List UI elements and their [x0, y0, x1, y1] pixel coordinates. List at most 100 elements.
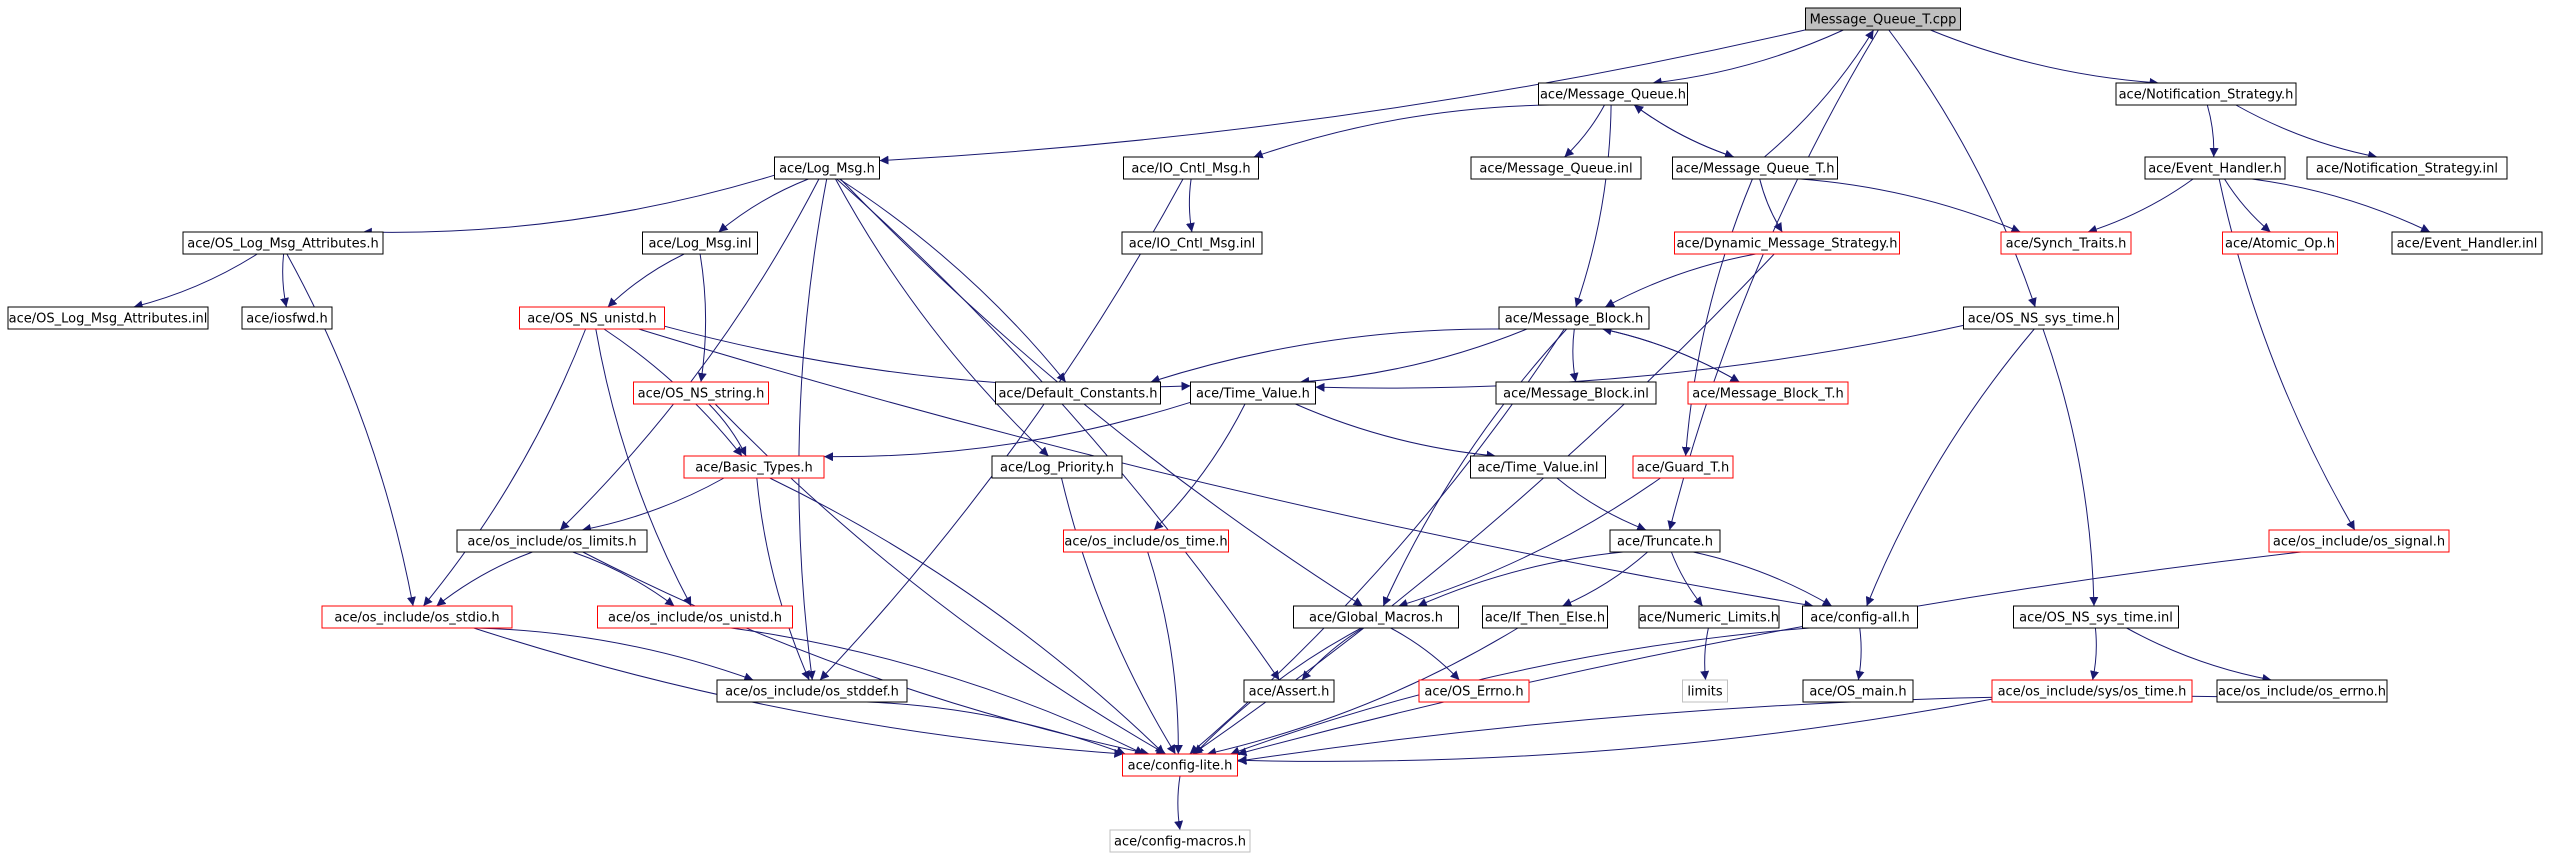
node-oslma_h[interactable]: ace/OS_Log_Msg_Attributes.h: [182, 231, 384, 255]
node-osstddef_h[interactable]: ace/os_include/os_stddef.h: [716, 679, 908, 703]
node-notif_h[interactable]: ace/Notification_Strategy.h: [2115, 82, 2297, 106]
node-label-mq_h: ace/Message_Queue.h: [1540, 88, 1686, 103]
node-label-osnss_h: ace/OS_NS_string.h: [638, 387, 765, 402]
node-osnsst_h[interactable]: ace/OS_NS_sys_time.h: [1963, 306, 2119, 330]
node-label-cfgmacros_h: ace/config-macros.h: [1114, 835, 1246, 850]
edge-osstdio_h-to-osstddef_h: [475, 627, 754, 682]
node-label-ossig_h: ace/os_include/os_signal.h: [2273, 535, 2445, 550]
node-label-iocntl_h: ace/IO_Cntl_Msg.h: [1131, 162, 1250, 177]
node-mqt_h[interactable]: ace/Message_Queue_T.h: [1672, 156, 1838, 180]
node-label-iocntl_inl: ace/IO_Cntl_Msg.inl: [1129, 237, 1255, 252]
node-synch_h[interactable]: ace/Synch_Traits.h: [2000, 231, 2132, 255]
edge-oslma_h-to-iosfwd_h: [280, 253, 289, 308]
node-osmain_h[interactable]: ace/OS_main.h: [1802, 679, 1914, 703]
node-mb_h[interactable]: ace/Message_Block.h: [1498, 306, 1650, 330]
node-mb_inl[interactable]: ace/Message_Block.inl: [1495, 381, 1657, 405]
node-box-oslim_h: [456, 529, 648, 553]
node-label-osnsst_h: ace/OS_NS_sys_time.h: [1968, 312, 2114, 327]
node-label-notif_h: ace/Notification_Strategy.h: [2119, 88, 2294, 103]
edge-gm_h-to-oserrno_h: [1390, 627, 1460, 681]
node-atomic_h[interactable]: ace/Atomic_Op.h: [2222, 231, 2338, 255]
edge-tv_h-to-ostime_h: [1153, 403, 1246, 531]
node-gm_h[interactable]: ace/Global_Macros.h: [1293, 605, 1459, 629]
edge-logmsg_inl-to-osnsu_h: [607, 253, 685, 308]
node-limits[interactable]: limits: [1682, 679, 1728, 703]
node-cfgall_h[interactable]: ace/config-all.h: [1802, 605, 1918, 629]
node-logmsg_h[interactable]: ace/Log_Msg.h: [774, 156, 880, 180]
node-logmsg_inl[interactable]: ace/Log_Msg.inl: [642, 231, 758, 255]
node-iosfwd_h[interactable]: ace/iosfwd.h: [241, 306, 333, 330]
node-osnsu_h[interactable]: ace/OS_NS_unistd.h: [519, 306, 665, 330]
edge-osstddef_h-to-cfglite_h: [866, 701, 1126, 756]
edge-osnsu_h-to-tv_h: [664, 325, 1191, 391]
node-sysostime_h[interactable]: ace/os_include/sys/os_time.h: [1991, 679, 2193, 703]
node-mqt_cpp[interactable]: Message_Queue_T.cpp: [1805, 7, 1961, 31]
node-box-ossig_h: [2268, 529, 2450, 553]
node-osunistd_h[interactable]: ace/os_include/os_unistd.h: [597, 605, 793, 629]
edge-trunc_h-to-ite_h: [1562, 551, 1648, 607]
node-box-mq_inl: [1470, 156, 1642, 180]
node-logp_h[interactable]: ace/Log_Priority.h: [991, 455, 1123, 479]
node-box-mbt_h: [1687, 381, 1849, 405]
edge-tv_h-to-tv_inl: [1295, 403, 1496, 460]
node-box-oslma_h: [182, 231, 384, 255]
node-label-osmain_h: ace/OS_main.h: [1809, 685, 1906, 700]
node-box-nl_h: [1638, 605, 1780, 629]
node-cfgmacros_h[interactable]: ace/config-macros.h: [1109, 829, 1251, 853]
node-oslma_inl[interactable]: ace/OS_Log_Msg_Attributes.inl: [7, 306, 209, 330]
node-mq_h[interactable]: ace/Message_Queue.h: [1538, 82, 1688, 106]
node-mq_inl[interactable]: ace/Message_Queue.inl: [1470, 156, 1642, 180]
node-nl_h[interactable]: ace/Numeric_Limits.h: [1638, 605, 1780, 629]
edge-cfgall_h-to-cfglite_h: [1230, 627, 1810, 756]
node-osstdio_h[interactable]: ace/os_include/os_stdio.h: [321, 605, 513, 629]
node-bt_h[interactable]: ace/Basic_Types.h: [683, 455, 825, 479]
node-dms_h[interactable]: ace/Dynamic_Message_Strategy.h: [1674, 231, 1900, 255]
edge-mqt_cpp-to-trunc_h: [1667, 29, 1879, 531]
node-box-notif_h: [2115, 82, 2297, 106]
node-oserrno_h[interactable]: ace/OS_Errno.h: [1418, 679, 1530, 703]
node-evh_inl[interactable]: ace/Event_Handler.inl: [2391, 231, 2543, 255]
node-ite_h[interactable]: ace/If_Then_Else.h: [1482, 605, 1608, 629]
edge-bt_h-to-cfglite_h: [769, 477, 1165, 755]
node-box-osunistd_h: [597, 605, 793, 629]
edge-mb_h-to-mb_inl: [1569, 328, 1579, 383]
node-osnsst_inl[interactable]: ace/OS_NS_sys_time.inl: [2013, 605, 2179, 629]
node-box-limits: [1682, 679, 1728, 703]
node-label-cfgall_h: ace/config-all.h: [1810, 611, 1910, 626]
node-notif_inl[interactable]: ace/Notification_Strategy.inl: [2306, 156, 2508, 180]
node-oserrno2_h[interactable]: ace/os_include/os_errno.h: [2216, 679, 2388, 703]
edge-mq_h-to-mb_h: [1574, 104, 1612, 308]
edge-bt_h-to-osstddef_h: [756, 477, 810, 681]
node-assert_h[interactable]: ace/Assert.h: [1243, 679, 1335, 703]
node-label-defc_h: ace/Default_Constants.h: [998, 387, 1157, 402]
node-osnss_h[interactable]: ace/OS_NS_string.h: [633, 381, 769, 405]
node-box-iosfwd_h: [241, 306, 333, 330]
node-box-cfglite_h: [1122, 753, 1238, 777]
edge-evh_h-to-synch_h: [2087, 178, 2194, 234]
node-oslim_h[interactable]: ace/os_include/os_limits.h: [456, 529, 648, 553]
edge-sysostime_h-to-cfglite_h: [1237, 698, 1993, 766]
node-ostime_h[interactable]: ace/os_include/os_time.h: [1063, 529, 1229, 553]
node-box-mqt_cpp: [1805, 7, 1961, 31]
node-label-gm_h: ace/Global_Macros.h: [1309, 611, 1443, 626]
node-label-mqt_h: ace/Message_Queue_T.h: [1676, 162, 1835, 177]
node-cfglite_h[interactable]: ace/config-lite.h: [1122, 753, 1238, 777]
node-iocntl_h[interactable]: ace/IO_Cntl_Msg.h: [1123, 156, 1259, 180]
edge-trunc_h-to-cfgall_h: [1693, 551, 1833, 607]
node-tv_inl[interactable]: ace/Time_Value.inl: [1470, 455, 1606, 479]
node-guard_h[interactable]: ace/Guard_T.h: [1632, 455, 1734, 479]
edge-osnss_h-to-bt_h: [708, 403, 747, 457]
edge-osnsst_inl-to-sysostime_h: [2090, 627, 2099, 681]
node-iocntl_inl[interactable]: ace/IO_Cntl_Msg.inl: [1121, 231, 1263, 255]
node-trunc_h[interactable]: ace/Truncate.h: [1609, 529, 1721, 553]
node-tv_h[interactable]: ace/Time_Value.h: [1190, 381, 1316, 405]
node-defc_h[interactable]: ace/Default_Constants.h: [995, 381, 1161, 405]
node-evh_h[interactable]: ace/Event_Handler.h: [2144, 156, 2286, 180]
node-box-defc_h: [995, 381, 1161, 405]
node-box-osnsu_h: [519, 306, 665, 330]
node-box-osnsst_h: [1963, 306, 2119, 330]
node-ossig_h[interactable]: ace/os_include/os_signal.h: [2268, 529, 2450, 553]
node-mbt_h[interactable]: ace/Message_Block_T.h: [1687, 381, 1849, 405]
